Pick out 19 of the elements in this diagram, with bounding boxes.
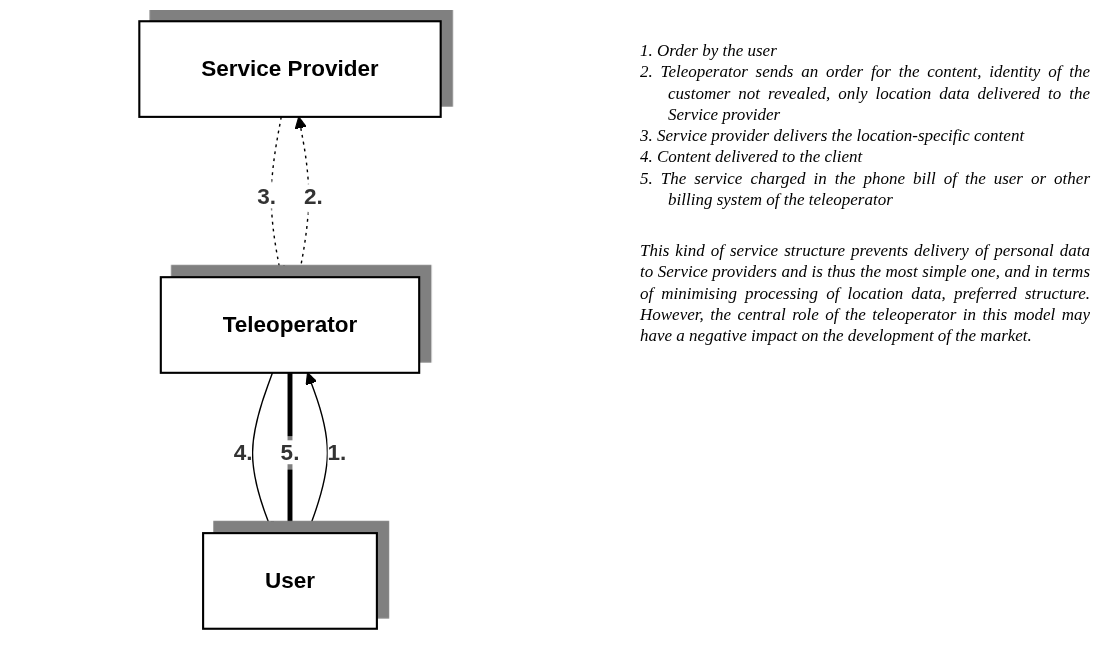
list-item: 2. Teleoperator sends an order for the content, identity of the customer not revealed, only location data delivered to the Service provider — [640, 61, 1090, 125]
arrow — [294, 116, 310, 278]
list-item: 4. Content delivered to the client — [640, 146, 864, 168]
arrow — [283, 372, 297, 534]
arrow — [270, 116, 286, 278]
arrow — [251, 372, 275, 534]
list-item: 3. Service provider delivers the location-specific content — [640, 125, 1026, 147]
node-box: User — [202, 532, 378, 630]
node-box: Service Provider — [138, 20, 442, 118]
edge-label: 5. — [280, 440, 300, 465]
edge-label: 4. — [233, 440, 253, 465]
list-item: 1. Order by the user — [640, 40, 778, 62]
paragraph: This kind of service structure prevents delivery of personal data to Service providers and is thus the most simple one, and in terms of minimising processing of location data, preferred structure. However, the central role of the teleoperator in this model may have a negative impact on the development of the market. — [640, 240, 1090, 347]
node-box: Teleoperator — [159, 276, 421, 374]
arrow — [305, 372, 329, 534]
edge-label: 2. — [304, 184, 323, 209]
edge-label: 3. — [257, 184, 276, 209]
list-item: 5. The service charged in the phone bill of the user or other billing system of the teleoperator — [640, 167, 1090, 210]
edge-label: 1. — [327, 440, 347, 465]
